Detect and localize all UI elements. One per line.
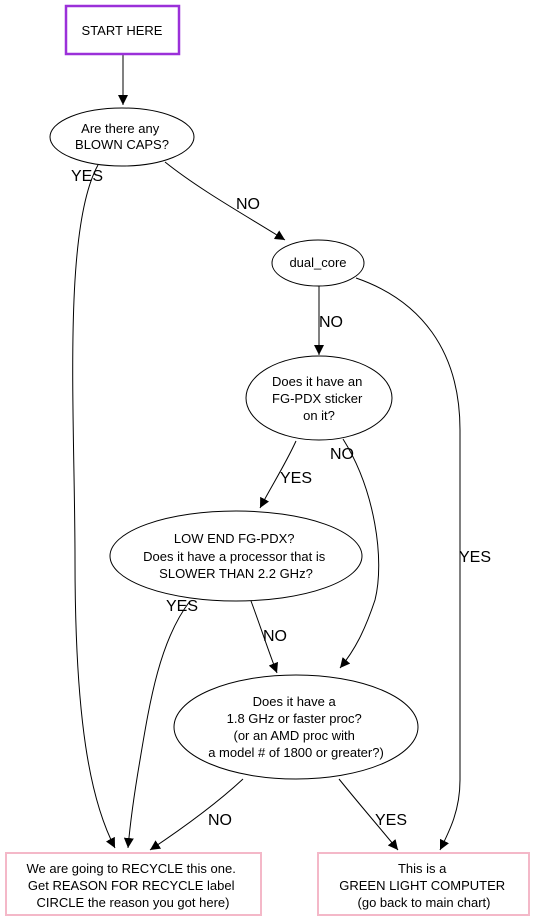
dual-core-label: dual_core bbox=[289, 255, 346, 270]
green-label: This is a GREEN LIGHT COMPUTER (go back … bbox=[339, 861, 509, 910]
blown-caps-label: Are there any BLOWN CAPS? bbox=[75, 121, 169, 152]
edge-low-end-yes bbox=[123, 600, 191, 849]
recycle-label: We are going to RECYCLE this one. Get RE… bbox=[27, 861, 240, 910]
start-label: START HERE bbox=[82, 23, 163, 38]
low-end-ellipse bbox=[109, 510, 363, 602]
edge-fg-pdx-no bbox=[339, 438, 380, 669]
edge-low-end-no bbox=[250, 600, 279, 674]
edge-label-low-no: NO bbox=[263, 628, 287, 645]
edges bbox=[72, 55, 461, 851]
node-dual-core: dual_core bbox=[271, 239, 365, 287]
fg-pdx-label: Does it have an FG-PDX sticker on it? bbox=[272, 374, 366, 423]
edge-label-dual-no: NO bbox=[319, 314, 343, 331]
fg-pdx-ellipse bbox=[245, 355, 393, 441]
edge-blown-caps-yes bbox=[72, 164, 116, 849]
node-low-end: LOW END FG-PDX? Does it have a processor… bbox=[109, 510, 363, 602]
node-start: START HERE bbox=[64, 4, 181, 56]
green-box bbox=[317, 852, 530, 916]
node-fg-pdx: Does it have an FG-PDX sticker on it? bbox=[245, 355, 393, 441]
edge-dual-core-yes bbox=[355, 277, 461, 851]
start-box bbox=[64, 4, 181, 56]
node-fast-proc: Does it have a 1.8 GHz or faster proc? (… bbox=[173, 674, 419, 780]
edge-fg-pdx-yes bbox=[259, 440, 297, 509]
edge-label-dual-yes: YES bbox=[459, 549, 491, 566]
edge-label-fast-no: NO bbox=[208, 812, 232, 829]
node-blown-caps: Are there any BLOWN CAPS? bbox=[49, 107, 195, 167]
edge-blown-caps-no bbox=[164, 161, 286, 241]
fast-proc-ellipse bbox=[173, 674, 419, 780]
edge-label-low-yes: YES bbox=[166, 598, 198, 615]
edge-fast-proc-yes bbox=[338, 778, 399, 851]
edge-label-fg-no: NO bbox=[330, 446, 354, 463]
low-end-label: LOW END FG-PDX? Does it have a processor… bbox=[143, 531, 329, 581]
edge-label-fg-yes: YES bbox=[280, 470, 312, 487]
dual-core-ellipse bbox=[271, 239, 365, 287]
fast-proc-label: Does it have a 1.8 GHz or faster proc? (… bbox=[208, 694, 384, 760]
node-green: This is a GREEN LIGHT COMPUTER (go back … bbox=[317, 852, 530, 916]
node-recycle: We are going to RECYCLE this one. Get RE… bbox=[5, 852, 262, 916]
edge-fast-proc-no bbox=[149, 778, 244, 851]
edge-label-fast-yes: YES bbox=[375, 812, 407, 829]
recycle-box bbox=[5, 852, 262, 916]
blown-caps-ellipse bbox=[49, 107, 195, 167]
edge-label-blown-no: NO bbox=[236, 196, 260, 213]
edge-labels: YES NO NO YES YES NO YES NO NO YES bbox=[71, 168, 491, 829]
edge-label-blown-yes: YES bbox=[71, 168, 103, 185]
